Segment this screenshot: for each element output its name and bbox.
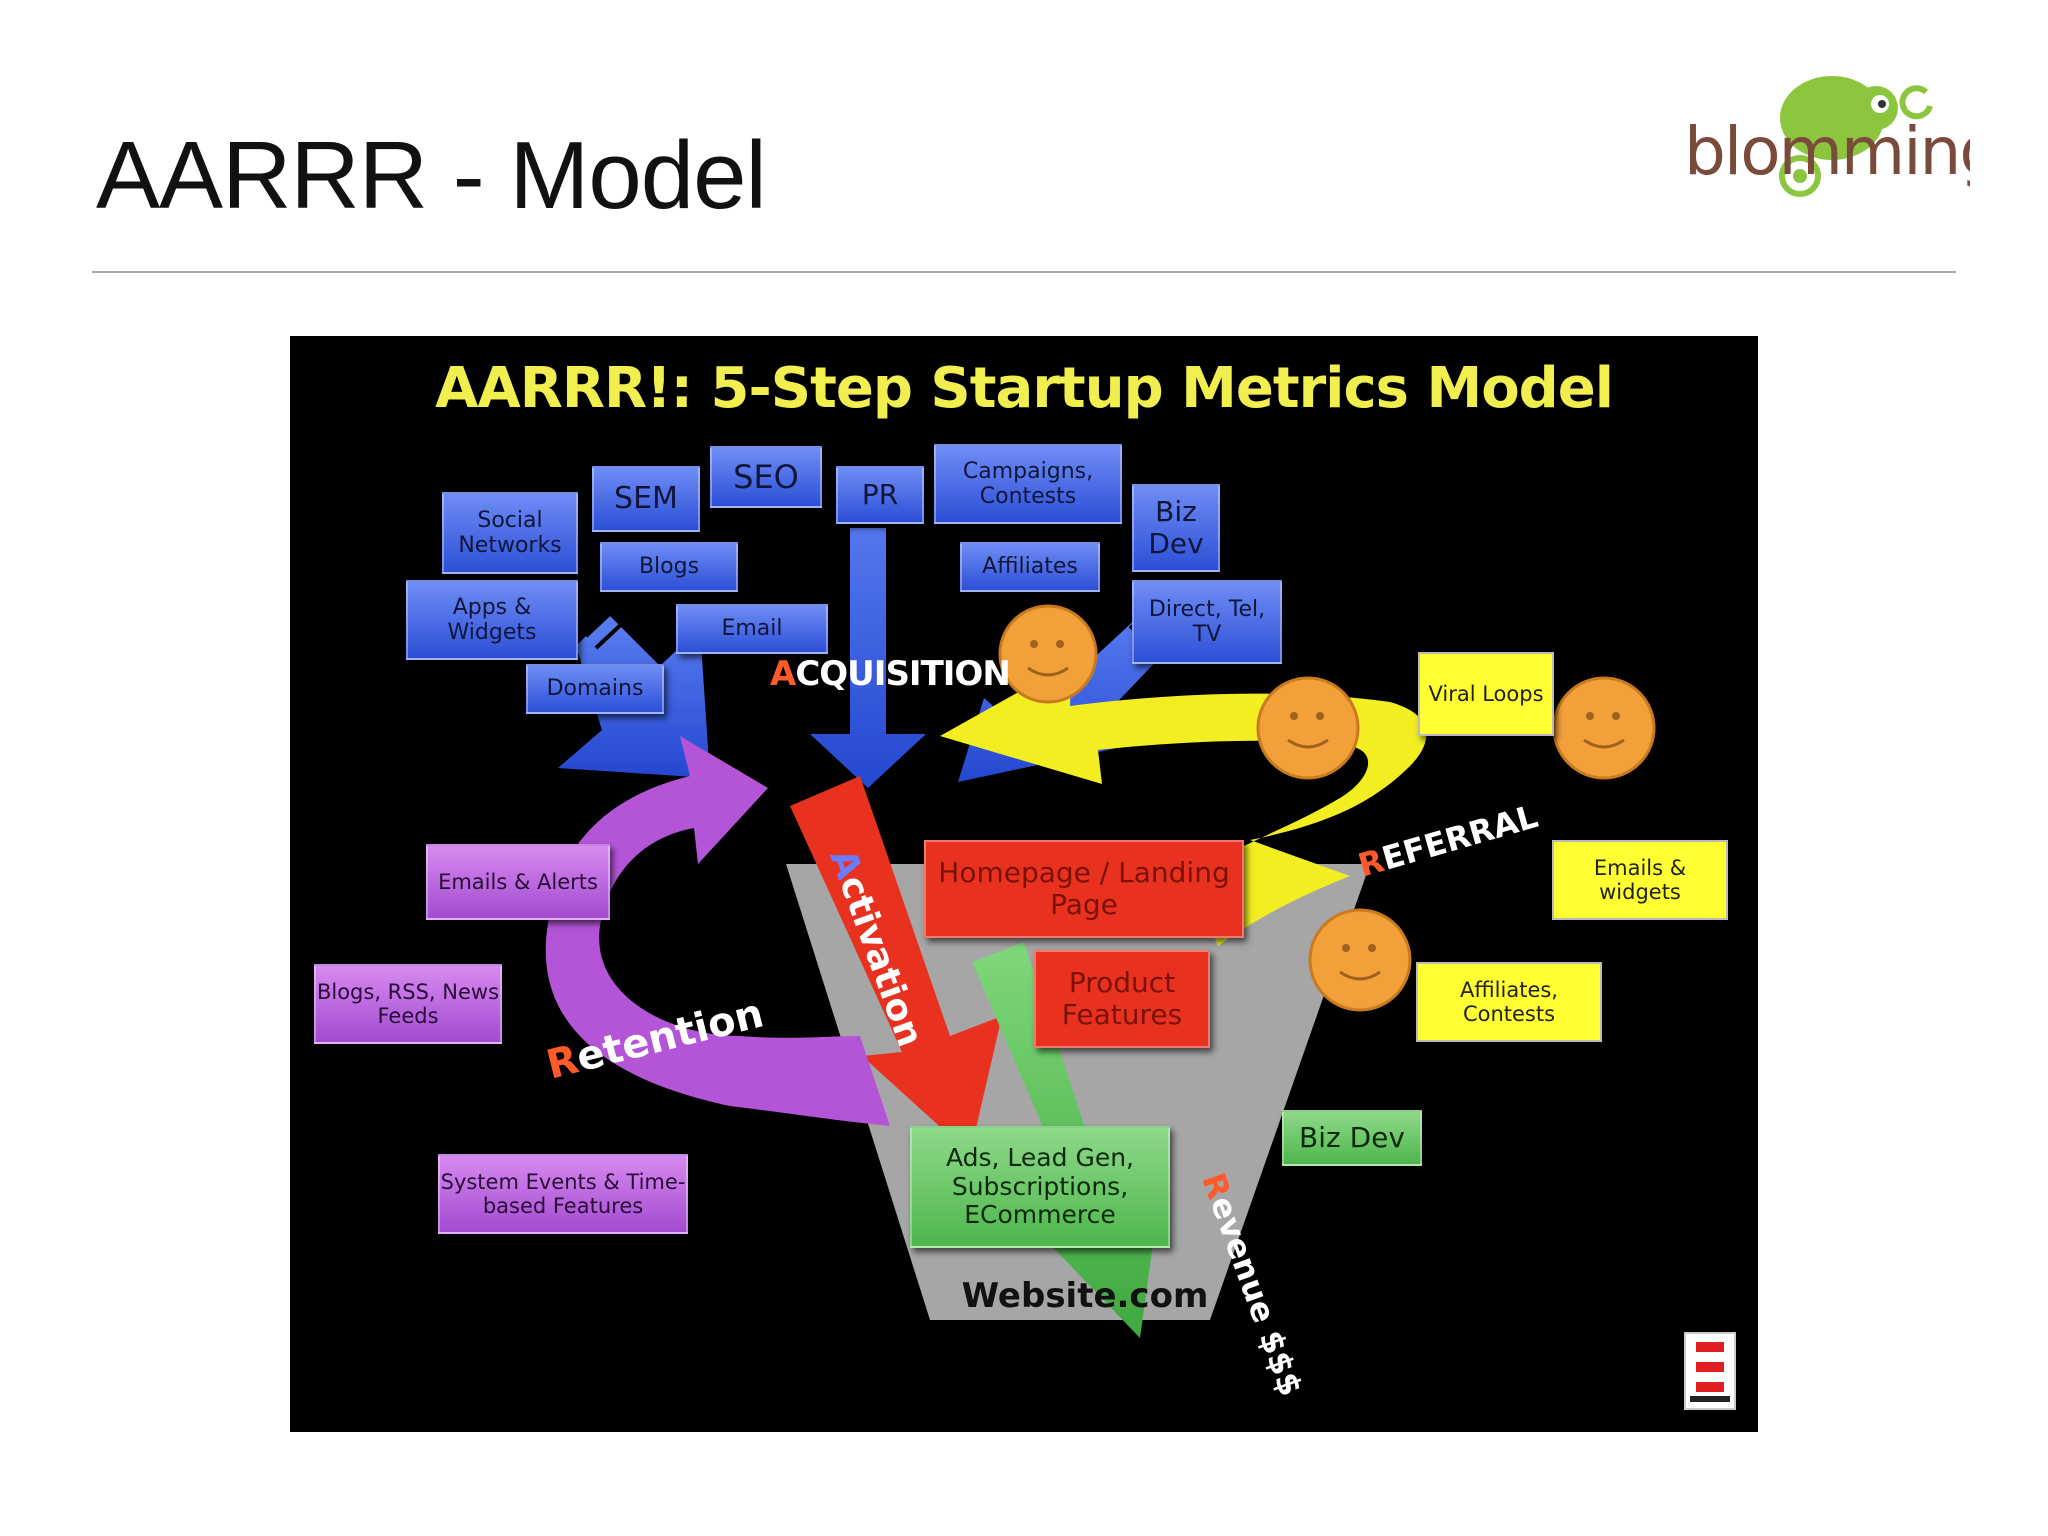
source-apps-widgets: Apps & Widgets bbox=[406, 580, 578, 660]
referral-affiliates-contests: Affiliates, Contests bbox=[1416, 962, 1602, 1042]
blomming-logo: blomming bbox=[1684, 76, 1970, 197]
activation-homepage-landing: Homepage / Landing Page bbox=[924, 840, 1244, 938]
title-divider bbox=[92, 271, 1956, 273]
retention-blogs-rss: Blogs, RSS, News Feeds bbox=[314, 964, 502, 1044]
chameleon-icon bbox=[1779, 76, 1933, 197]
diagram-title: AARRR!: 5-Step Startup Metrics Model bbox=[435, 356, 1614, 421]
activation-arrow bbox=[790, 776, 1002, 1154]
source-campaigns-contests: Campaigns, Contests bbox=[934, 444, 1122, 524]
smiley-icons bbox=[998, 604, 1656, 1012]
activation-product-features: Product Features bbox=[1034, 950, 1210, 1048]
source-seo: SEO bbox=[710, 446, 822, 508]
referral-viral-loops: Viral Loops bbox=[1418, 652, 1554, 736]
logo-text: blomming bbox=[1684, 113, 1970, 190]
website-label: Website.com bbox=[961, 1276, 1209, 1316]
smiley-icon bbox=[1256, 676, 1360, 780]
smiley-icon bbox=[1308, 908, 1412, 1012]
retention-emails-alerts: Emails & Alerts bbox=[426, 844, 610, 920]
corner-hat-icon bbox=[1684, 1332, 1736, 1410]
source-social-networks: Social Networks bbox=[442, 492, 578, 574]
smiley-icon bbox=[998, 604, 1098, 704]
acquisition-label-initial: A bbox=[770, 654, 796, 694]
revenue-ads-leadgen: Ads, Lead Gen, Subscriptions, ECommerce bbox=[910, 1126, 1170, 1248]
revenue-biz-dev: Biz Dev bbox=[1282, 1110, 1422, 1166]
acquisition-label-rest: CQUISITION bbox=[795, 654, 1010, 694]
source-biz-dev: Biz Dev bbox=[1132, 484, 1220, 572]
smiley-icon bbox=[1552, 676, 1656, 780]
source-sem: SEM bbox=[592, 466, 700, 532]
source-blogs: Blogs bbox=[600, 542, 738, 592]
referral-emails-widgets: Emails & widgets bbox=[1552, 840, 1728, 920]
source-pr: PR bbox=[836, 466, 924, 524]
acquisition-label: ACQUISITION bbox=[770, 654, 1011, 694]
source-email: Email bbox=[676, 604, 828, 654]
slide-title: AARRR - Model bbox=[96, 122, 767, 229]
source-affiliates: Affiliates bbox=[960, 542, 1100, 592]
retention-system-events: System Events & Time-based Features bbox=[438, 1154, 688, 1234]
retention-arrow bbox=[545, 736, 890, 1126]
aarrr-diagram: AARRR!: 5-Step Startup Metrics Model Soc… bbox=[290, 336, 1758, 1432]
source-direct-tel-tv: Direct, Tel, TV bbox=[1132, 580, 1282, 664]
source-domains: Domains bbox=[526, 664, 664, 714]
